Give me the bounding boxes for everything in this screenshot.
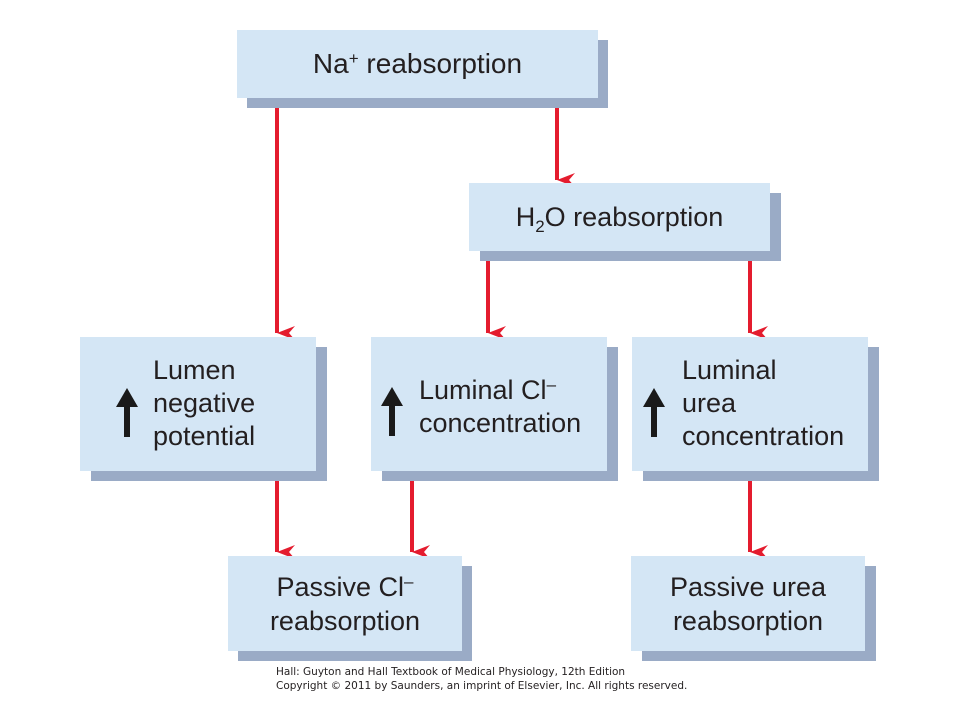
node-luminal-cl-concentration: Luminal Cl– concentration <box>371 337 618 481</box>
passive-urea-line-2: reabsorption <box>672 605 824 636</box>
increase-arrow-icon <box>643 388 665 437</box>
passive-cl-line-1: Passive Cl– <box>276 571 414 602</box>
node-na-reabsorption: Na+ reabsorption <box>237 30 608 108</box>
node-lumen-negative-potential: Lumen negative potential <box>80 337 327 481</box>
node-luminal-urea-concentration: Luminal urea concentration <box>632 337 879 481</box>
node-h2o-reabsorption: H2O reabsorption <box>469 183 781 261</box>
h2o-reabsorption-label: H2O reabsorption <box>515 202 724 236</box>
footer-source-line: Hall: Guyton and Hall Textbook of Medica… <box>276 666 626 678</box>
passive-urea-line-1: Passive urea <box>669 571 827 602</box>
node-passive-urea-reabsorption: Passive urea reabsorption <box>631 556 876 661</box>
luminal-cl-line-1: Luminal Cl– <box>419 375 557 405</box>
luminal-cl-line-2: concentration <box>419 408 582 438</box>
luminal-urea-line-3: concentration <box>682 421 845 451</box>
na-reabsorption-label: Na+ reabsorption <box>312 48 523 79</box>
copyright-footer: Hall: Guyton and Hall Textbook of Medica… <box>276 665 687 693</box>
increase-arrow-icon <box>381 387 403 436</box>
footer-copyright-line: Copyright © 2011 by Saunders, an imprint… <box>276 680 688 692</box>
luminal-urea-line-2: urea <box>682 388 737 418</box>
lumen-potential-line-2: negative <box>153 388 256 418</box>
luminal-urea-line-1: Luminal <box>682 355 777 385</box>
node-passive-cl-reabsorption: Passive Cl– reabsorption <box>228 556 472 661</box>
increase-arrow-icon <box>116 388 138 437</box>
lumen-potential-line-1: Lumen <box>153 355 236 385</box>
lumen-potential-line-3: potential <box>153 421 256 451</box>
passive-cl-line-2: reabsorption <box>269 605 421 636</box>
